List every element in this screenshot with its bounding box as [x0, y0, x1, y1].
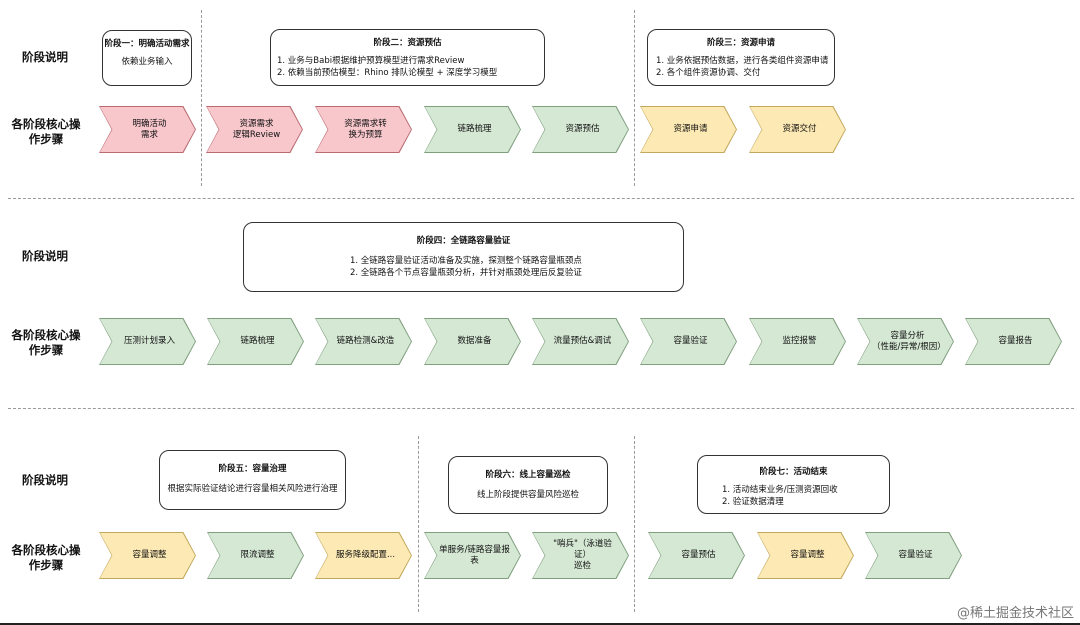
- row-label-core-steps-2: 各阶段核心操 作步骤: [8, 328, 84, 358]
- phase-line: 2. 各个组件资源协调、交付: [656, 68, 761, 78]
- step-label: 监控报警: [750, 319, 845, 364]
- step-label: 明确活动 需求: [100, 107, 195, 152]
- phase-line: 根据实际验证结论进行容量相关风险进行治理: [167, 484, 338, 494]
- row-label-line: 各阶段核心操: [11, 543, 81, 557]
- step-chevron: 服务降级配置...: [315, 532, 412, 579]
- step-label: 容量验证: [641, 319, 736, 364]
- step-label: 流量预估&调试: [533, 319, 628, 364]
- phase-line: 2. 依赖当前预估模型：Rhino 排队论模型 + 深度学习模型: [277, 68, 498, 78]
- step-label: 单服务/链路容量报表: [425, 533, 520, 578]
- row-label-stage-desc-3: 阶段说明: [22, 473, 68, 487]
- step-label: 链路梳理: [425, 107, 520, 152]
- bottom-border: [0, 623, 1080, 625]
- phase-4-box: 阶段四：全链路容量验证 1. 全链路容量验证活动准备及实施，探测整个链路容量瓶颈…: [243, 222, 684, 292]
- phase-line: 线上阶段提供容量风险巡检: [476, 490, 579, 500]
- step-label: 限流调整: [208, 533, 303, 578]
- step-label: 资源预估: [533, 107, 628, 152]
- row-label-stage-desc-1: 阶段说明: [22, 50, 68, 64]
- row-label-line: 各阶段核心操: [11, 117, 81, 131]
- step-chevron: 明确活动 需求: [99, 106, 196, 153]
- step-label: 资源申请: [641, 107, 736, 152]
- step-chevron: 容量验证: [640, 318, 737, 365]
- step-chevron: 资源需求 逻辑Review: [206, 106, 303, 153]
- phase-5-box: 阶段五：容量治理 根据实际验证结论进行容量相关风险进行治理: [159, 450, 346, 510]
- step-label: 容量验证: [866, 533, 961, 578]
- phase-line: 1. 业务依据预估数据，进行各类组件资源申请: [656, 56, 829, 66]
- step-chevron: 数据准备: [424, 318, 521, 365]
- step-chevron: 资源交付: [749, 106, 846, 153]
- step-label: 资源需求转 换为预算: [316, 107, 411, 152]
- step-label: 资源需求 逻辑Review: [207, 107, 302, 152]
- section-divider-1: [8, 198, 1074, 199]
- step-chevron: 资源预估: [532, 106, 629, 153]
- phase-title: 阶段七：活动结束: [759, 467, 828, 477]
- step-label: 压测计划录入: [100, 319, 195, 364]
- step-chevron: 资源需求转 换为预算: [315, 106, 412, 153]
- phase-line: 2. 验证数据清理: [722, 497, 784, 507]
- watermark: @稀土掘金技术社区: [956, 606, 1074, 621]
- phase-line: 2. 全链路各个节点容量瓶颈分析，并针对瓶颈处理后反复验证: [350, 268, 582, 278]
- phase-title: 阶段四：全链路容量验证: [416, 236, 511, 246]
- row-label-core-steps-3: 各阶段核心操 作步骤: [8, 543, 84, 573]
- row-label-core-steps-1: 各阶段核心操 作步骤: [8, 117, 84, 147]
- step-chevron: 链路梳理: [424, 106, 521, 153]
- phase-line: 依赖业务输入: [121, 57, 173, 67]
- step-chevron: 链路梳理: [207, 318, 304, 365]
- step-chevron: 压测计划录入: [99, 318, 196, 365]
- phase-7-box: 阶段七：活动结束 1. 活动结束业务/压测资源回收 2. 验证数据清理: [697, 455, 890, 514]
- phase-1-box: 阶段一：明确活动需求 依赖业务输入: [102, 30, 192, 86]
- step-chevron: 容量调整: [757, 532, 854, 579]
- row-label-line: 作步骤: [28, 132, 64, 146]
- row-label-line: 作步骤: [28, 558, 64, 572]
- phase-line: 1. 业务与Babi根据维护预算模型进行需求Review: [277, 56, 465, 66]
- phase-divider: [201, 10, 202, 186]
- step-chevron: 流量预估&调试: [532, 318, 629, 365]
- step-chevron: 容量报告: [965, 318, 1062, 365]
- step-chevron: "哨兵"（泳道验证） 巡检: [532, 532, 629, 579]
- step-chevron: 容量预估: [648, 532, 745, 579]
- row-label-line: 各阶段核心操: [11, 328, 81, 342]
- step-label: 链路梳理: [208, 319, 303, 364]
- phase-title: 阶段二：资源预估: [373, 38, 442, 48]
- phase-title: 阶段六：线上容量巡检: [485, 470, 571, 480]
- step-label: 容量报告: [966, 319, 1061, 364]
- step-chevron: 容量验证: [865, 532, 962, 579]
- phase-line: 1. 活动结束业务/压测资源回收: [722, 485, 838, 495]
- step-chevron: 容量分析 （性能/异常/根因）: [857, 318, 954, 365]
- phase-line: 1. 全链路容量验证活动准备及实施，探测整个链路容量瓶颈点: [350, 256, 582, 266]
- phase-divider: [634, 436, 635, 612]
- step-chevron: 单服务/链路容量报表: [424, 532, 521, 579]
- step-label: "哨兵"（泳道验证） 巡检: [533, 533, 628, 578]
- phase-2-box: 阶段二：资源预估 1. 业务与Babi根据维护预算模型进行需求Review 2.…: [270, 29, 545, 86]
- phase-divider: [418, 436, 419, 612]
- step-chevron: 容量调整: [99, 532, 196, 579]
- step-label: 资源交付: [750, 107, 845, 152]
- step-label: 服务降级配置...: [316, 533, 411, 578]
- step-chevron: 监控报警: [749, 318, 846, 365]
- step-label: 数据准备: [425, 319, 520, 364]
- phase-title: 阶段三：资源申请: [706, 38, 775, 48]
- step-chevron: 限流调整: [207, 532, 304, 579]
- phase-3-box: 阶段三：资源申请 1. 业务依据预估数据，进行各类组件资源申请 2. 各个组件资…: [647, 29, 835, 86]
- row-label-stage-desc-2: 阶段说明: [22, 249, 68, 263]
- step-label: 容量调整: [100, 533, 195, 578]
- step-label: 链路检测&改造: [316, 319, 411, 364]
- step-label: 容量分析 （性能/异常/根因）: [858, 319, 953, 364]
- section-divider-2: [8, 408, 1074, 409]
- step-label: 容量预估: [649, 533, 744, 578]
- phase-title: 阶段五：容量治理: [218, 464, 287, 474]
- step-chevron: 链路检测&改造: [315, 318, 412, 365]
- phase-title: 阶段一：明确活动需求: [104, 39, 190, 49]
- step-label: 容量调整: [758, 533, 853, 578]
- phase-6-box: 阶段六：线上容量巡检 线上阶段提供容量风险巡检: [448, 456, 608, 514]
- row-label-line: 作步骤: [28, 343, 64, 357]
- step-chevron: 资源申请: [640, 106, 737, 153]
- phase-divider: [634, 10, 635, 186]
